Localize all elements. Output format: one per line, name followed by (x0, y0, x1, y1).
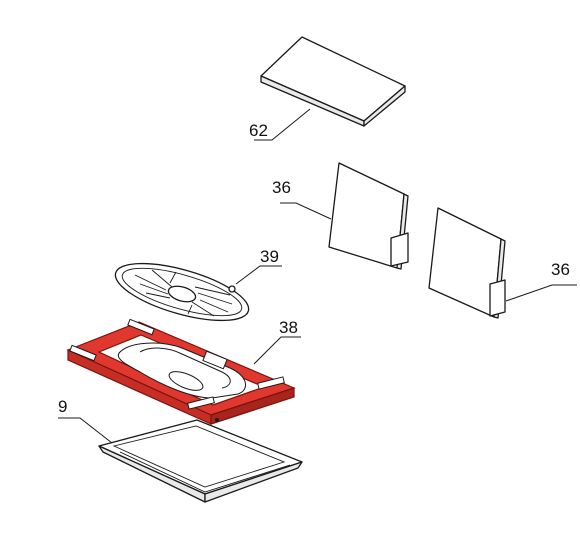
label-9: 9 (58, 397, 67, 416)
label-36-left: 36 (272, 178, 291, 197)
label-39: 39 (260, 247, 279, 266)
leader-62 (254, 108, 311, 141)
leader-39 (235, 265, 282, 285)
leader-38 (253, 336, 301, 365)
part-36-left-brick[interactable] (328, 162, 409, 270)
part-39-oval-grate[interactable] (110, 252, 255, 332)
leader-36-right (505, 284, 577, 302)
leader-36-left (280, 202, 332, 220)
label-36-right: 36 (551, 260, 570, 279)
leader-9 (58, 417, 113, 444)
part-36-right-brick[interactable] (428, 207, 506, 319)
label-38: 38 (279, 318, 298, 337)
part-9-ash-tray[interactable] (98, 419, 303, 503)
label-62: 62 (249, 121, 268, 140)
part-38-red-frame[interactable] (66, 318, 296, 425)
part-62-top-plate[interactable] (260, 36, 406, 127)
